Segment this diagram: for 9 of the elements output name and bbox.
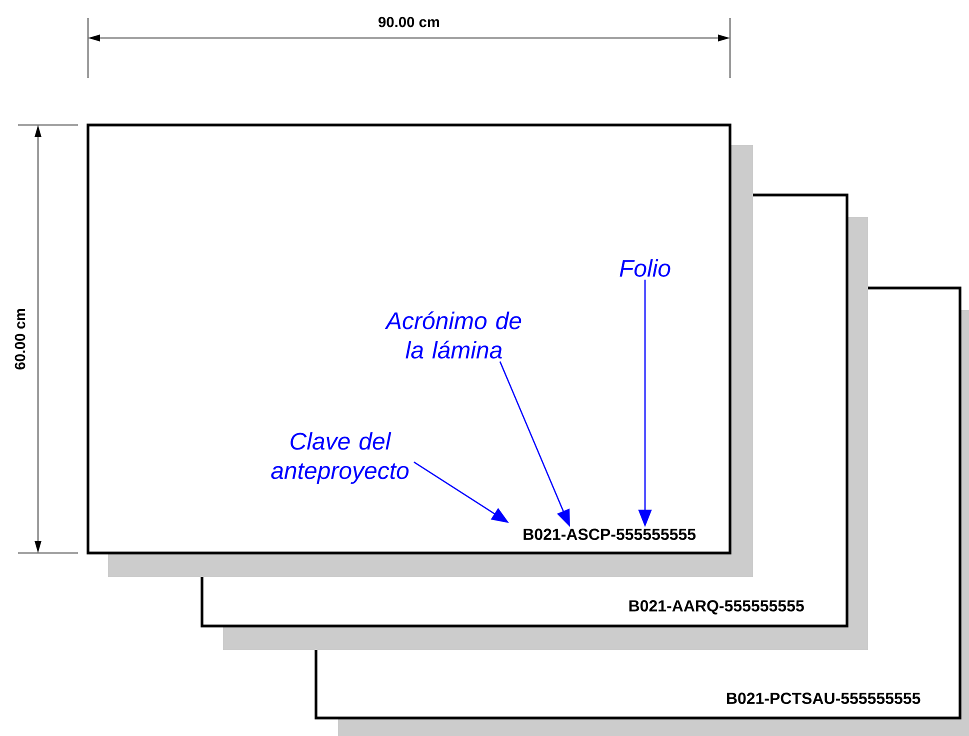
- callout-text: Folio: [620, 259, 670, 277]
- sheet-code: B021-AARQ-555555555: [629, 600, 804, 614]
- sheet-code: B021-ASCP-555555555: [524, 528, 696, 540]
- dimension-label: 90.00 cm: [378, 16, 440, 28]
- dimension-label: 60.00 cm: [14, 308, 26, 370]
- sheet-code: B021-PCTSAU-555555555: [727, 692, 920, 704]
- callout-text: Clave del anteproyecto: [271, 432, 409, 484]
- callout-text: Acrónimo de la lámina: [384, 311, 522, 359]
- sheet-box: [86, 124, 732, 554]
